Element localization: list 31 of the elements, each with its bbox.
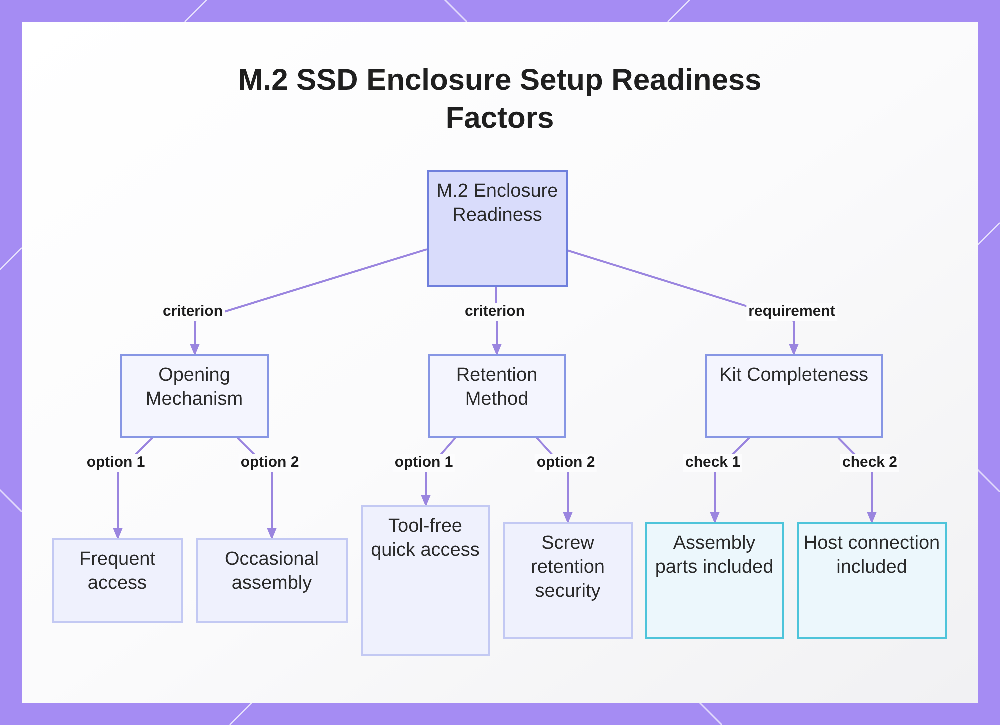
node-box bbox=[705, 354, 883, 438]
edge-label: option 1 bbox=[392, 454, 456, 472]
node-label: Frequent access bbox=[78, 548, 157, 596]
edge-label: criterion bbox=[161, 303, 225, 321]
node-label: Occasional assembly bbox=[224, 548, 320, 596]
node-label: Screw retention security bbox=[530, 532, 606, 604]
node-label: Assembly parts included bbox=[654, 532, 775, 580]
diagram-title: M.2 SSD Enclosure Setup Readiness Factors bbox=[237, 63, 763, 137]
node-label: M.2 Enclosure Readiness bbox=[436, 180, 560, 228]
node-label: Kit Completeness bbox=[720, 364, 868, 388]
edge-label: requirement bbox=[746, 303, 838, 321]
node-label: Opening Mechanism bbox=[144, 364, 244, 412]
node-box bbox=[797, 522, 947, 639]
edge-label: option 2 bbox=[238, 454, 302, 472]
node-box bbox=[120, 354, 269, 438]
edge-label: check 1 bbox=[683, 454, 743, 472]
node-box bbox=[428, 354, 566, 438]
edge-label: option 2 bbox=[534, 454, 598, 472]
node-box bbox=[503, 522, 633, 639]
node-label: Host connection included bbox=[803, 532, 941, 580]
edge-label: option 1 bbox=[84, 454, 148, 472]
node-box bbox=[645, 522, 784, 639]
node-label: Retention Method bbox=[455, 364, 539, 412]
node-box bbox=[196, 538, 348, 623]
edge-label: check 2 bbox=[840, 454, 900, 472]
edge-label: criterion bbox=[463, 303, 527, 321]
node-box bbox=[427, 170, 568, 287]
node-box bbox=[361, 505, 490, 656]
node-box bbox=[52, 538, 183, 623]
node-label: Tool-free quick access bbox=[370, 515, 481, 563]
connector-arrow bbox=[190, 248, 428, 356]
